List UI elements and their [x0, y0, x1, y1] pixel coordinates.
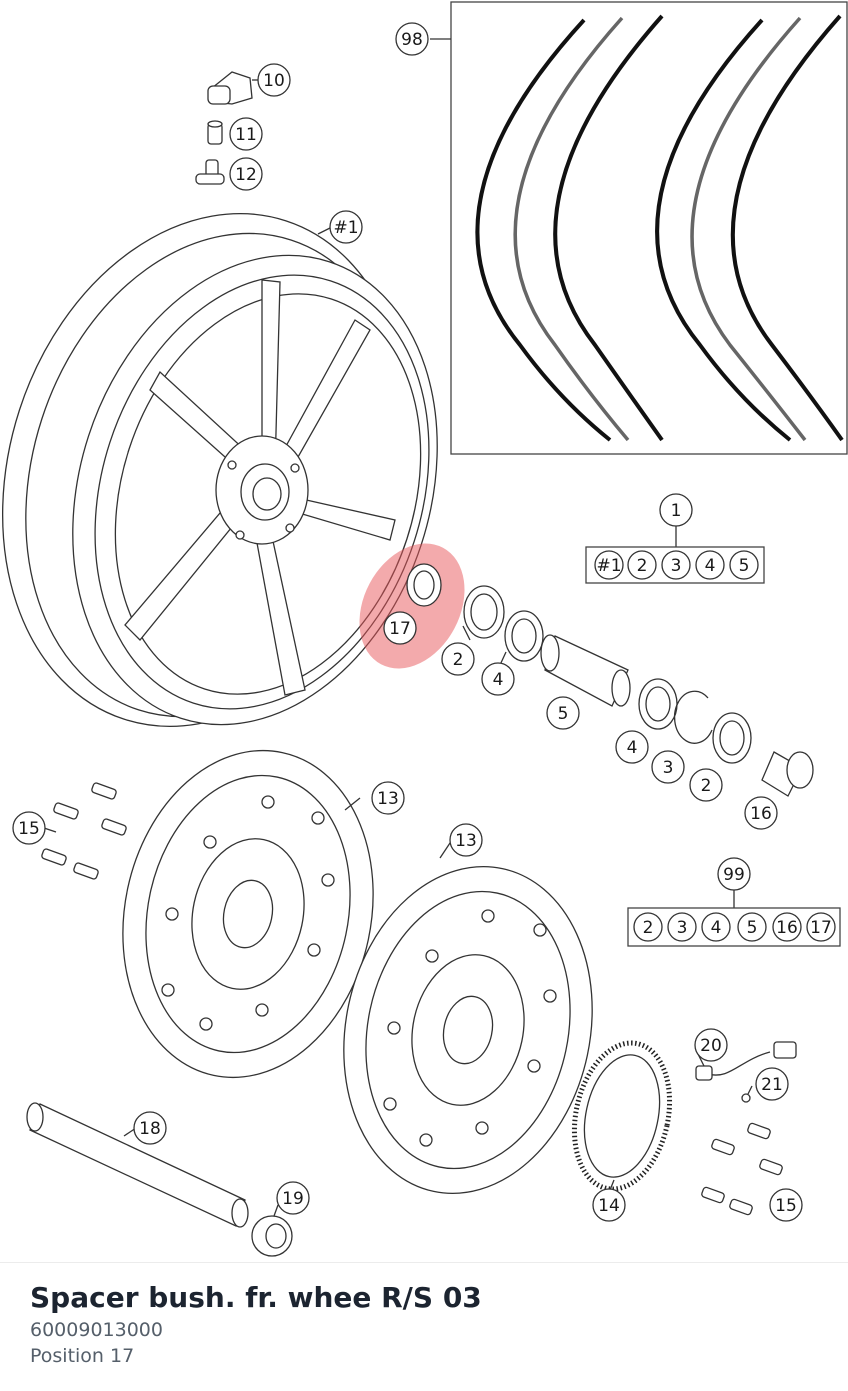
valve-sleeve-part [207, 120, 223, 145]
callout-2b[interactable]: 2 [701, 776, 712, 796]
valve-stem-part [195, 159, 225, 185]
callout-12[interactable]: 12 [235, 165, 257, 185]
pulse-ring-part [571, 1040, 673, 1192]
highlighted-part-17 [359, 543, 465, 669]
ball-bearing-part-4a [504, 610, 544, 662]
brake-disc-right [343, 865, 593, 1195]
part-number: 60009013000 [30, 1319, 163, 1341]
callout-13b[interactable]: 13 [455, 831, 477, 851]
kit-1-item-5[interactable]: 5 [739, 556, 750, 576]
diagram-canvas: 98 10 11 12 #1 1 #1 2 3 4 5 17 2 4 5 4 3… [1, 1, 848, 1257]
circlip-part-3 [673, 690, 713, 744]
sensor-screws-right [701, 1122, 783, 1216]
callout-13a[interactable]: 13 [377, 789, 399, 809]
kit-99-box [627, 890, 841, 947]
callout-14[interactable]: 14 [598, 1196, 620, 1216]
callout-5[interactable]: 5 [558, 704, 569, 724]
brake-disc-left [122, 749, 374, 1079]
callout-21[interactable]: 21 [761, 1075, 783, 1095]
kit-99-item-17[interactable]: 17 [810, 918, 832, 938]
spacer-tube-part-5 [540, 634, 631, 707]
callout-98[interactable]: 98 [401, 30, 423, 50]
sticker-set-panel [430, 1, 848, 455]
callout-labels: 98 10 11 12 #1 1 #1 2 3 4 5 17 2 4 5 4 3… [18, 30, 832, 1216]
part-title: Spacer bush. fr. whee R/S 03 [30, 1281, 482, 1314]
callout-17[interactable]: 17 [389, 619, 411, 639]
spacer-part-16 [761, 751, 814, 797]
callout-circles [12, 22, 836, 1222]
kit-1-item-3[interactable]: 3 [671, 556, 682, 576]
disc-screws-left [41, 782, 127, 880]
kit-1-item-4[interactable]: 4 [705, 556, 716, 576]
callout-18[interactable]: 18 [139, 1119, 161, 1139]
callout-99[interactable]: 99 [723, 865, 745, 885]
kit-99-item-16[interactable]: 16 [776, 918, 798, 938]
wheel-speed-sensor-part [695, 1041, 797, 1103]
kit-99-item-2[interactable]: 2 [643, 918, 654, 938]
callout-10[interactable]: 10 [263, 71, 285, 91]
kit-99-item-5[interactable]: 5 [747, 918, 758, 938]
callout-19[interactable]: 19 [282, 1189, 304, 1209]
part-info-panel: Spacer bush. fr. whee R/S 03 60009013000… [0, 1262, 848, 1391]
shaft-seal-part-2b [712, 712, 752, 764]
callout-11[interactable]: 11 [235, 125, 257, 145]
callout-2a[interactable]: 2 [453, 650, 464, 670]
callout-15a[interactable]: 15 [18, 819, 40, 839]
kit-99-item-4[interactable]: 4 [711, 918, 722, 938]
kit-1-item-wheel[interactable]: #1 [596, 556, 621, 576]
valve-cap-part [207, 71, 260, 105]
callout-20[interactable]: 20 [700, 1036, 722, 1056]
part-position: Position 17 [30, 1345, 135, 1367]
shaft-seal-part-2a [463, 585, 505, 639]
wheel-spindle-part [26, 1102, 249, 1228]
callout-15b[interactable]: 15 [775, 1196, 797, 1216]
callout-3[interactable]: 3 [663, 758, 674, 778]
callout-wheel-1[interactable]: #1 [333, 218, 358, 238]
ball-bearing-part-4b [638, 678, 678, 730]
callout-4b[interactable]: 4 [627, 738, 638, 758]
callout-16[interactable]: 16 [750, 804, 772, 824]
callout-1[interactable]: 1 [671, 501, 682, 521]
kit-1-item-2[interactable]: 2 [637, 556, 648, 576]
kit-99-item-3[interactable]: 3 [677, 918, 688, 938]
spindle-cap-part [251, 1215, 293, 1257]
callout-4a[interactable]: 4 [493, 670, 504, 690]
exploded-parts-diagram: 98 10 11 12 #1 1 #1 2 3 4 5 17 2 4 5 4 3… [1, 1, 848, 1257]
front-wheel-part [1, 212, 438, 728]
